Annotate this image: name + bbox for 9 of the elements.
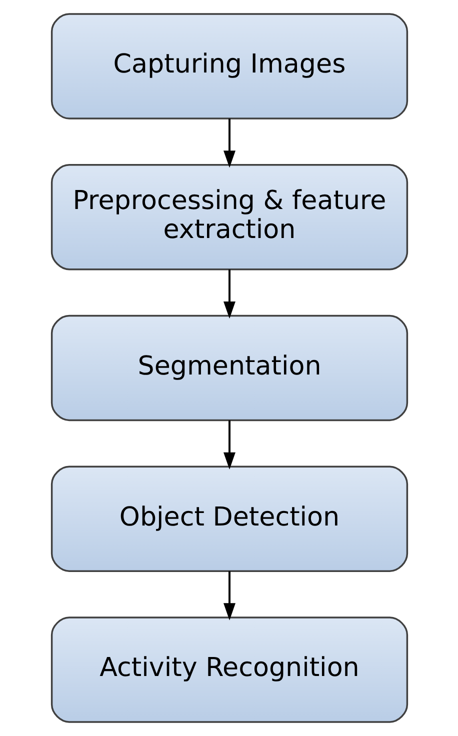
arrow bbox=[223, 571, 235, 620]
arrow bbox=[223, 118, 235, 168]
node-box: Preprocessing & feature extraction bbox=[50, 164, 408, 270]
node-box: Capturing Images bbox=[50, 13, 408, 120]
arrow bbox=[223, 270, 235, 319]
node-box: Activity Recognition bbox=[50, 616, 408, 723]
node-box: Object Detection bbox=[50, 466, 408, 572]
arrow bbox=[223, 420, 235, 470]
node-box: Segmentation bbox=[50, 314, 408, 422]
